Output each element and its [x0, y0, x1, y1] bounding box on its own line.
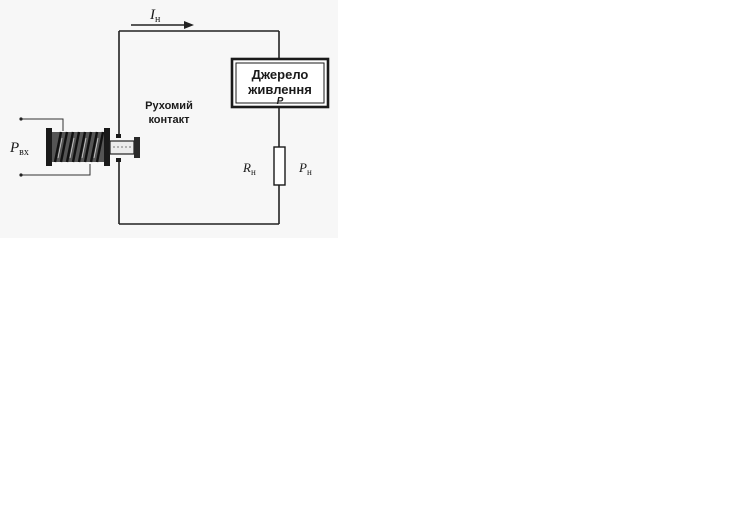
input-power-label: Pвх: [9, 140, 29, 158]
current-label: Iн: [149, 7, 161, 25]
solenoid-coil: [46, 128, 110, 166]
circuit-wires: [118, 30, 280, 225]
resistor-label: Rн: [242, 160, 256, 177]
power-source-line3: P: [277, 96, 284, 107]
input-leads: [21, 118, 91, 176]
input-terminal-top: [19, 117, 23, 121]
power-source-line2: живлення: [247, 82, 312, 97]
moving-contact-line2: контакт: [148, 114, 190, 126]
power-source-box: [230, 57, 330, 109]
plunger: [109, 137, 140, 158]
load-resistor: [273, 146, 286, 186]
power-source-line1: Джерело: [252, 67, 309, 82]
load-power-label: Pн: [298, 160, 312, 177]
input-terminal-bottom: [19, 173, 23, 177]
fixed-contacts: [116, 134, 121, 162]
current-arrow: [131, 21, 194, 29]
moving-contact-line1: Рухомий: [145, 100, 193, 112]
